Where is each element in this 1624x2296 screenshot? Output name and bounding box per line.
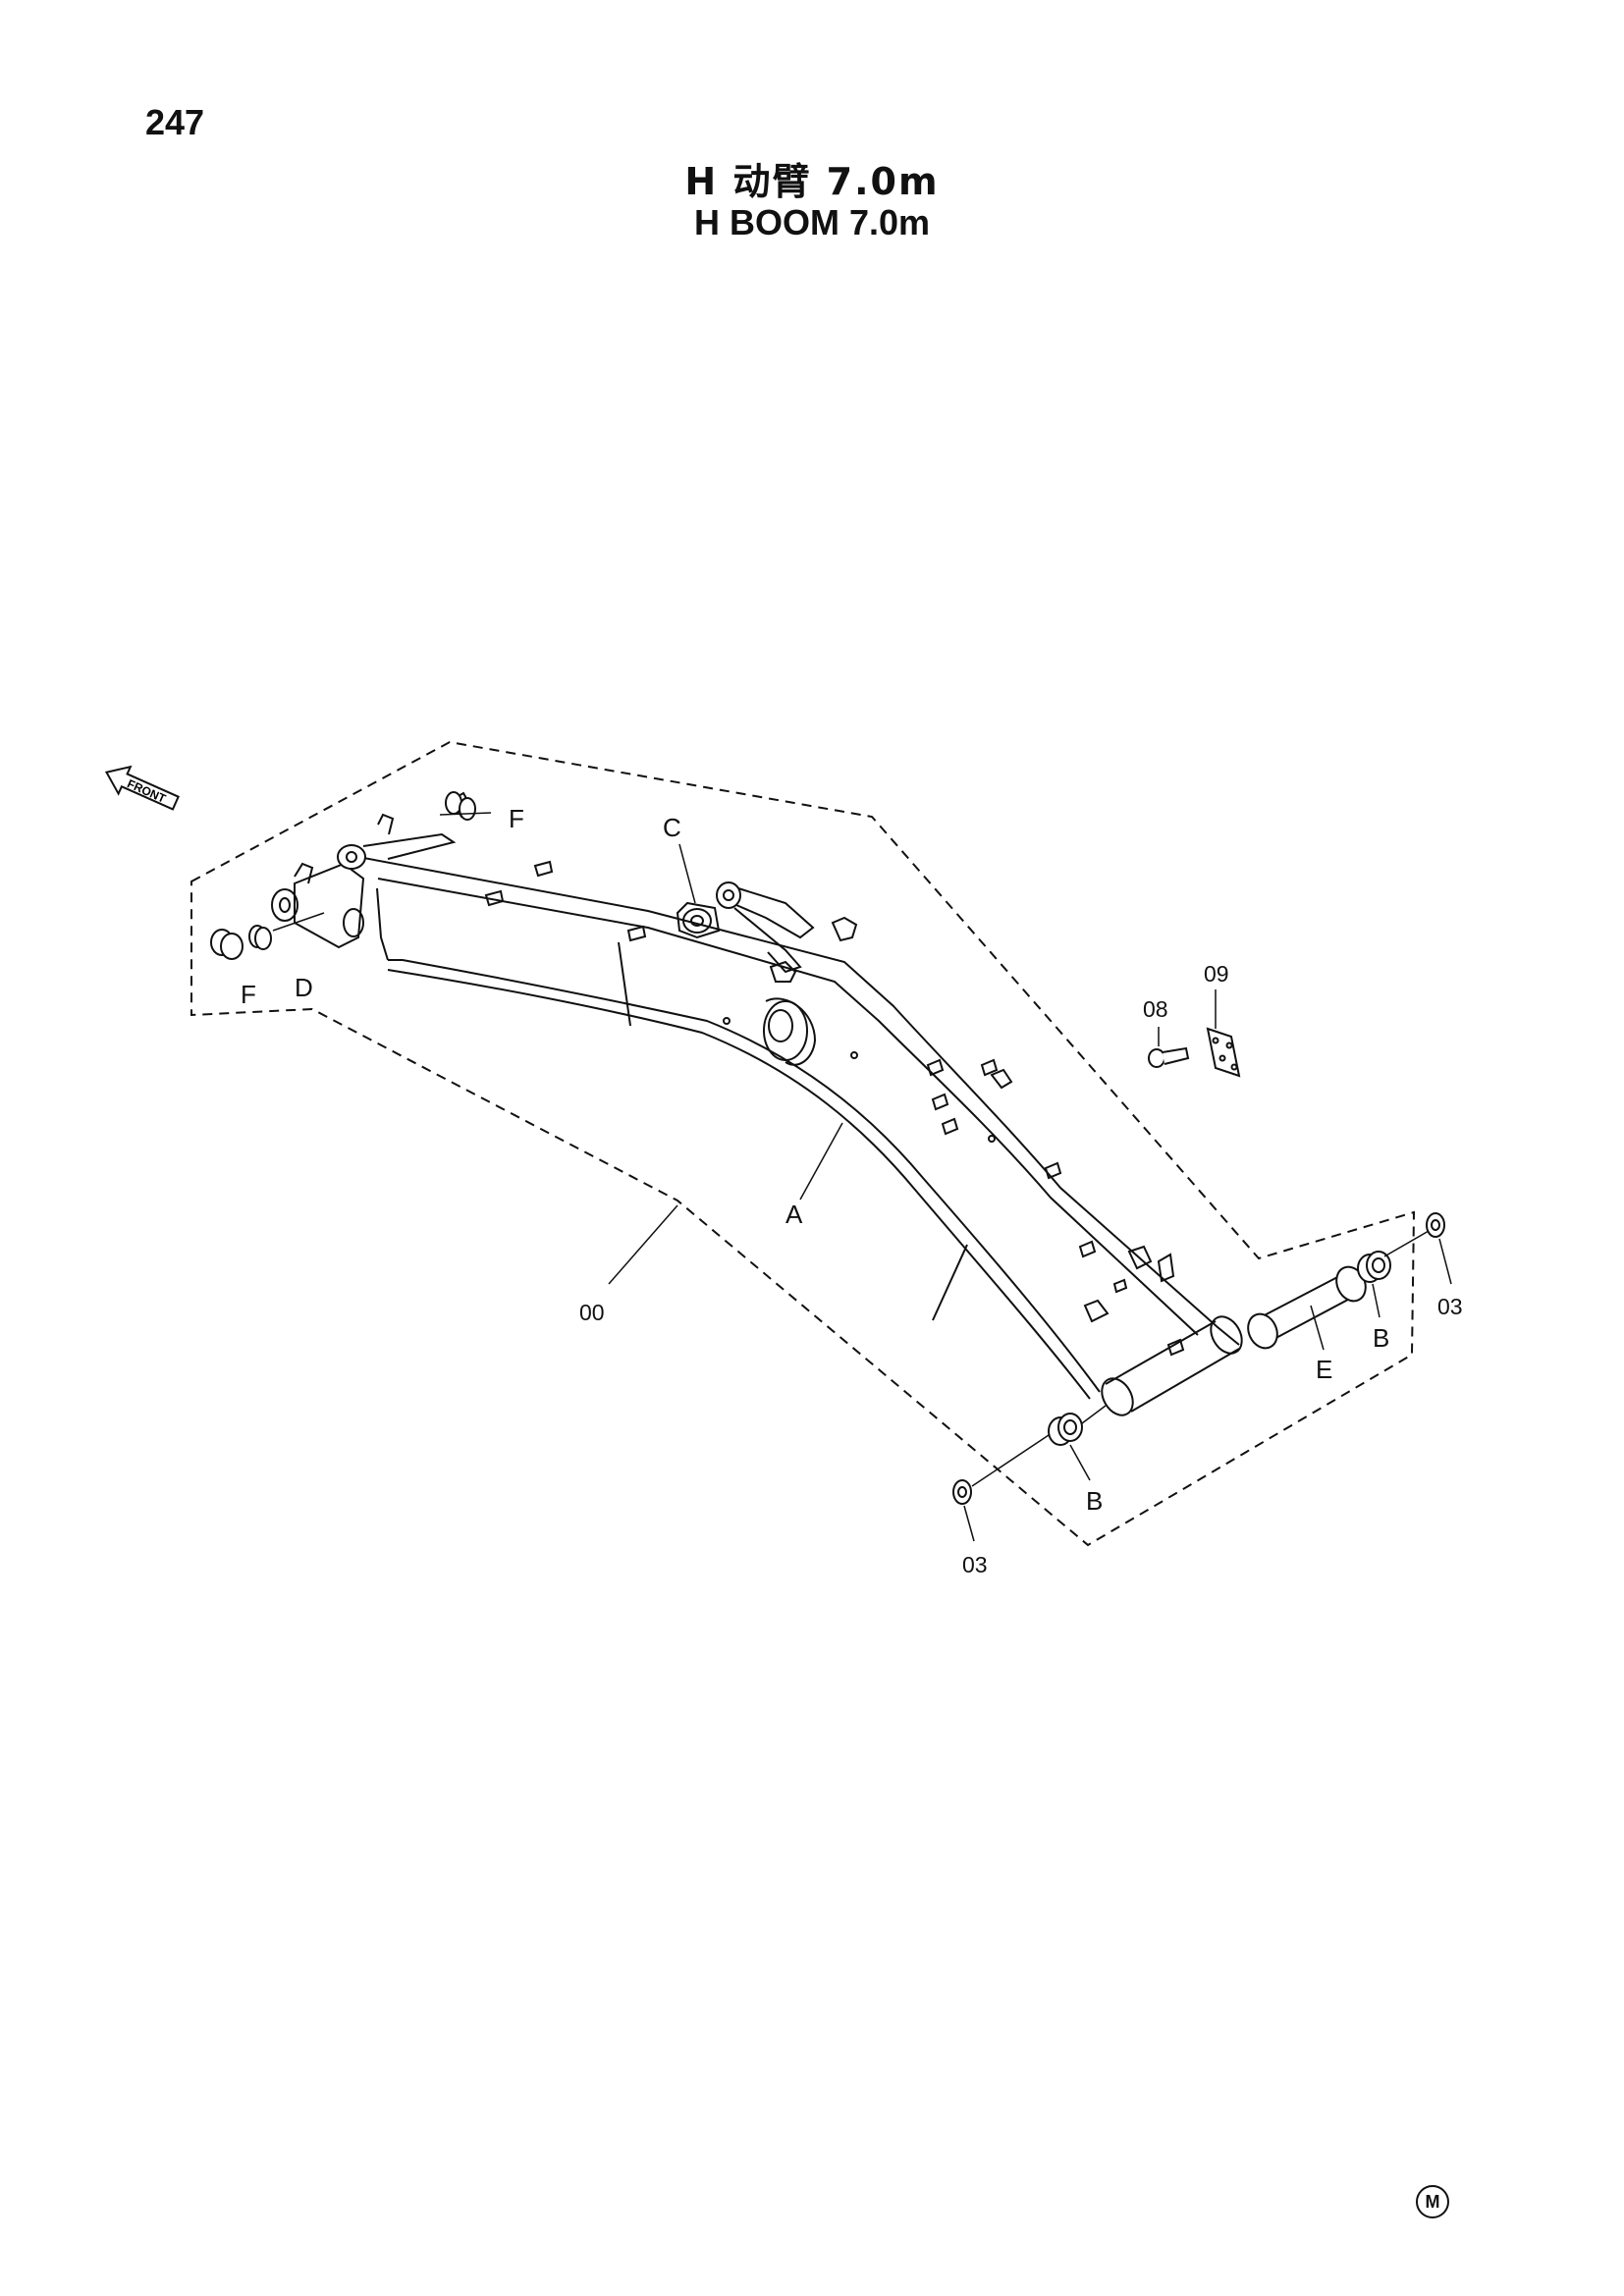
front-label: FRONT: [125, 776, 168, 806]
pin-e: [1247, 1265, 1367, 1350]
title-chinese: H 动臂 7.0m: [684, 160, 940, 203]
boom-body: [271, 813, 1243, 1416]
leader-c: [678, 843, 696, 904]
label-b-rear: B: [1373, 1323, 1389, 1353]
part-d: [248, 925, 272, 950]
bushing-b-front: [1048, 1413, 1083, 1446]
page-number: 247: [145, 102, 205, 142]
label-03-front: 03: [962, 1552, 988, 1577]
label-08: 08: [1143, 996, 1168, 1022]
plate-09: [1206, 1027, 1241, 1078]
label-09: 09: [1204, 961, 1229, 987]
leader-f-top: [439, 812, 492, 816]
label-f-top: F: [509, 804, 524, 833]
leader-e: [1310, 1305, 1325, 1351]
title-english: H BOOM 7.0m: [693, 202, 931, 242]
bolt-08: [1148, 1046, 1190, 1068]
washer-03-front: [952, 1479, 972, 1505]
leader-d: [272, 912, 325, 932]
leader-b-rear: [1372, 1283, 1380, 1318]
bushing-b-rear: [1357, 1251, 1391, 1283]
label-f-left: F: [241, 980, 256, 1009]
bushing-f-top: [445, 791, 476, 821]
label-b-front: B: [1086, 1486, 1103, 1516]
label-d: D: [295, 973, 313, 1002]
front-arrow-icon: FRONT: [104, 765, 180, 811]
bushing-f-left: [210, 929, 244, 960]
assembly-boundary: [190, 740, 1416, 1547]
label-c: C: [663, 813, 681, 842]
corner-mark-icon: M: [1416, 2185, 1449, 2218]
leader-03-front: [963, 1505, 975, 1542]
leader-03-rear: [1438, 1238, 1452, 1285]
leader-b-front: [1069, 1444, 1091, 1481]
leader-a: [799, 1122, 843, 1201]
washer-03-rear: [1426, 1212, 1445, 1238]
label-03-rear: 03: [1437, 1294, 1463, 1319]
label-e: E: [1316, 1355, 1332, 1384]
leader-00: [608, 1204, 678, 1285]
label-00: 00: [579, 1300, 605, 1325]
label-a: A: [785, 1200, 803, 1229]
